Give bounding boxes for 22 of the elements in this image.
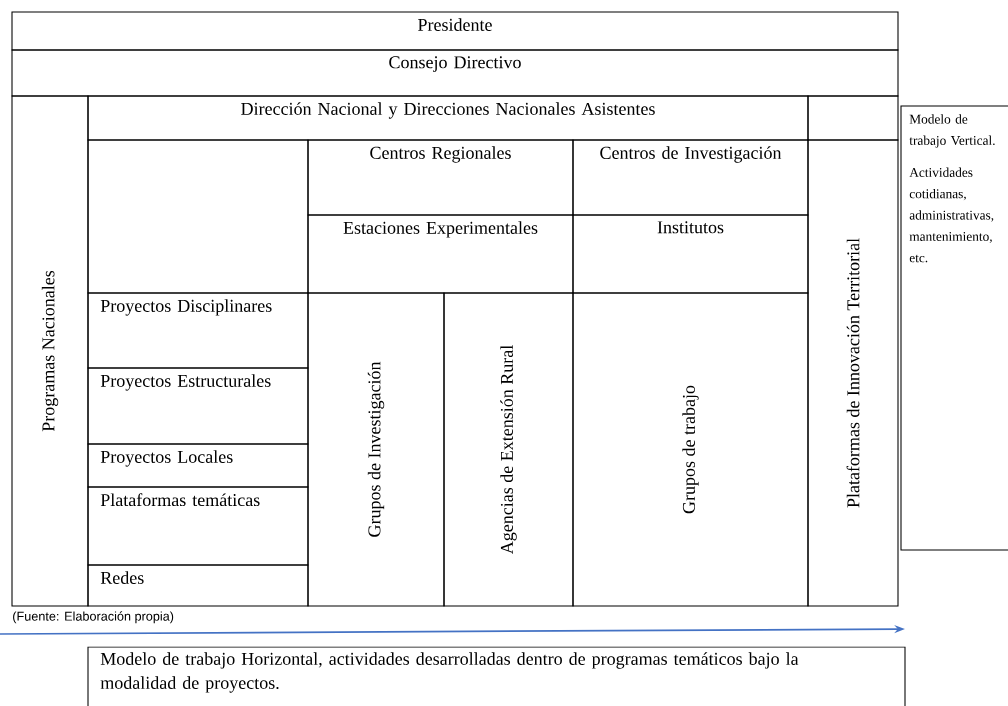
table-cell: Grupos de trabajo xyxy=(572,292,809,607)
text-box: Modelo de trabajo Vertical. Actividades cotidianas, administrativas, mantenimiento, etc. xyxy=(900,105,1008,551)
table-cell: Plataformas de Innovación Territorial xyxy=(807,139,899,607)
caption: (Fuente: Elaboración propia) xyxy=(13,611,174,624)
table-cell xyxy=(807,95,899,141)
table-cell xyxy=(87,139,309,294)
table-cell: Programas Nacionales xyxy=(11,95,89,607)
text-box: Modelo de trabajo Horizontal, actividades desarrolladas dentro de programas temáticos bajo la modalidad de proyectos. xyxy=(87,646,906,706)
table-cell: Centros de Investigación xyxy=(572,139,809,216)
table-cell: Presidente xyxy=(11,11,899,51)
table-cell: Institutos xyxy=(572,214,809,294)
table-cell: Agencias de Extensión Rural xyxy=(443,292,574,607)
table-cell: Grupos de Investigación xyxy=(307,292,445,607)
table-cell: Redes xyxy=(87,564,309,607)
table-cell: Proyectos Locales xyxy=(87,443,309,488)
table-cell: Centros Regionales xyxy=(307,139,574,216)
table-cell: Dirección Nacional y Direcciones Nacionales Asistentes xyxy=(87,95,809,141)
table-cell: Estaciones Experimentales xyxy=(307,214,574,294)
table-cell: Plataformas temáticas xyxy=(87,486,309,566)
table-cell: Proyectos Estructurales xyxy=(87,367,309,445)
table-cell: Proyectos Disciplinares xyxy=(87,292,309,369)
table-cell: Consejo Directivo xyxy=(11,49,899,97)
